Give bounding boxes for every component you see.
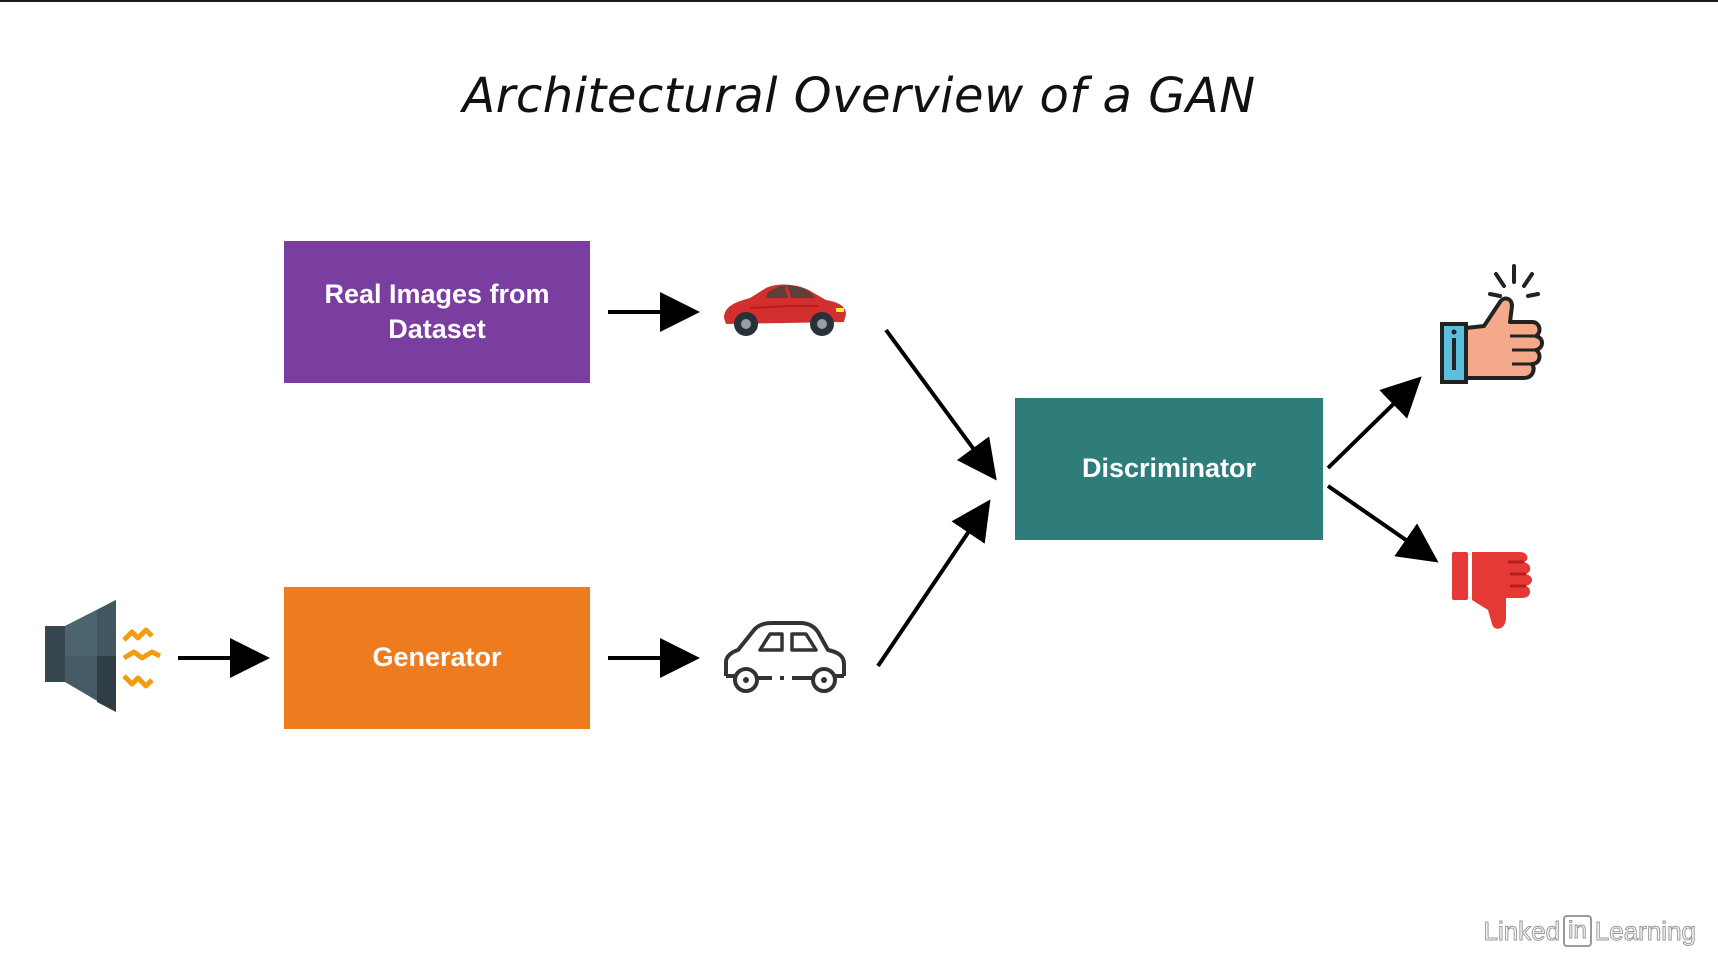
top-border-line <box>0 0 1718 2</box>
thumbs-down-icon <box>1452 552 1532 629</box>
linkedin-learning-watermark: Linked in Learning <box>1483 915 1697 947</box>
slide-title: Architectural Overview of a GAN <box>462 68 1256 124</box>
watermark-linked: Linked <box>1483 915 1561 946</box>
watermark-learning: Learning <box>1594 915 1696 946</box>
arrow-real-car-to-discriminator <box>884 328 997 481</box>
speaker-noise-icon <box>45 600 162 712</box>
arrow-discriminator-to-real <box>1326 376 1422 470</box>
thumbs-up-icon <box>1440 264 1544 384</box>
red-sports-car-icon <box>724 284 846 336</box>
car-outline-icon <box>724 621 846 693</box>
generator-box: Generator <box>284 587 590 729</box>
arrow-fake-car-to-discriminator <box>876 499 991 668</box>
discriminator-label: Discriminator <box>1081 453 1257 484</box>
discriminator-box: Discriminator <box>1015 398 1323 540</box>
real-images-box: Real Images from Dataset <box>284 241 590 383</box>
arrow-discriminator-to-fake <box>1326 484 1439 563</box>
watermark-in-badge: in <box>1563 915 1592 947</box>
generator-label: Generator <box>372 642 502 673</box>
real-images-label: Real Images from Dataset <box>324 278 550 344</box>
